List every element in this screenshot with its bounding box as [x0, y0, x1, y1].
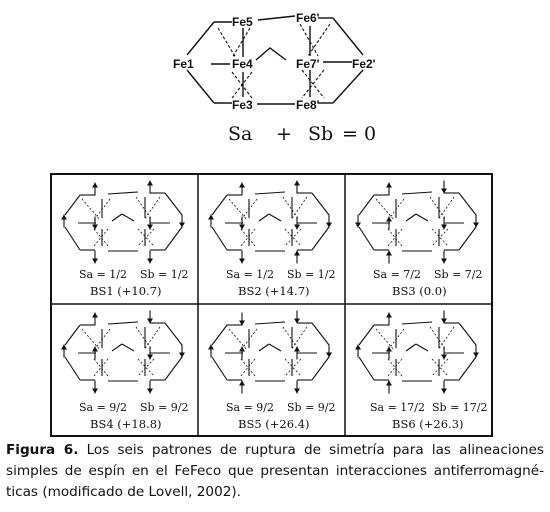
pattern-3-sa: Sa = 7/2 [373, 268, 422, 281]
spin-arrow-3-fe1 [355, 214, 361, 228]
spin-arrow-1-fe7 [147, 216, 153, 230]
caption-text: Los seis patrones de ruptura de simetría… [6, 442, 544, 500]
spin-arrow-4-fe8 [147, 380, 153, 394]
spin-arrow-3-fe3 [386, 250, 392, 264]
pattern-5-sb: Sb = 9/2 [287, 401, 336, 414]
atom-fe4: Fe4 [232, 57, 253, 71]
pattern-2-label: BS2 (+14.7) [238, 284, 310, 298]
pattern-6-sb: Sb = 17/2 [432, 401, 488, 414]
spin-pattern-6 [355, 310, 479, 394]
pattern-6-sa: Sa = 17/2 [370, 401, 426, 414]
spin-arrow-3-fe4 [386, 216, 392, 230]
equation-sa: Sa [228, 123, 252, 145]
pattern-3-label: BS3 (0.0) [392, 284, 447, 298]
spin-arrow-1-fe5 [92, 182, 98, 196]
spin-arrow-2-fe1 [208, 214, 214, 228]
pattern-6-label: BS6 (+26.3) [392, 417, 464, 431]
figure-caption: Figura 6. Los seis patrones de ruptura d… [6, 440, 544, 503]
spin-arrow-6-fe8 [441, 380, 447, 394]
spin-pattern-5 [208, 310, 332, 394]
caption-label: Figura 6. [6, 442, 79, 458]
spin-arrow-3-fe2 [473, 214, 479, 228]
spin-arrow-2-fe6 [294, 180, 300, 194]
spin-arrow-3-fe8 [441, 250, 447, 264]
pattern-2-sb: Sb = 1/2 [287, 268, 336, 281]
spin-arrow-5-fe5 [239, 312, 245, 326]
equation-sb: Sb [308, 123, 333, 145]
pattern-4-sb: Sb = 9/2 [140, 401, 189, 414]
spin-arrow-1-fe3 [92, 250, 98, 264]
spin-arrow-5-fe7 [294, 346, 300, 360]
atom-fe3: Fe3 [232, 98, 253, 112]
pattern-1-sa: Sa = 1/2 [79, 268, 128, 281]
pattern-2-sa: Sa = 1/2 [226, 268, 275, 281]
spin-arrow-6-fe1 [355, 344, 361, 358]
atom-fe2p: Fe2' [352, 57, 376, 71]
spin-arrow-4-fe7 [147, 346, 153, 360]
spin-arrow-2-fe5 [239, 182, 245, 196]
atom-fe7p: Fe7' [296, 57, 320, 71]
spin-pattern-1 [61, 180, 185, 264]
pattern-1-sb: Sb = 1/2 [140, 268, 189, 281]
spin-arrow-6-fe7 [441, 346, 447, 360]
spin-arrow-2-fe8 [294, 250, 300, 264]
spin-arrow-4-fe6 [147, 310, 153, 324]
spin-arrow-4-fe4 [92, 346, 98, 360]
spin-arrow-5-fe1 [208, 344, 214, 358]
spin-arrow-1-fe1 [61, 214, 67, 228]
spin-arrow-6-fe2 [473, 344, 479, 358]
spin-pattern-3 [355, 180, 479, 264]
spin-arrow-5-fe2 [326, 344, 332, 358]
atom-fe1: Fe1 [173, 57, 194, 71]
equation-plus: + [276, 123, 292, 145]
pattern-3-sb: Sb = 7/2 [434, 268, 483, 281]
spin-arrow-2-fe4 [239, 216, 245, 230]
pattern-4-sa: Sa = 9/2 [79, 401, 128, 414]
atom-fe8p: Fe8' [296, 98, 320, 112]
spin-arrow-2-fe7 [294, 216, 300, 230]
spin-arrow-6-fe3 [386, 380, 392, 394]
spin-pattern-4 [61, 310, 185, 394]
spin-arrow-5-fe4 [239, 346, 245, 360]
spin-arrow-1-fe6 [147, 180, 153, 194]
spin-arrow-1-fe4 [92, 216, 98, 230]
spin-arrow-3-fe7 [441, 216, 447, 230]
pattern-5-sa: Sa = 9/2 [226, 401, 275, 414]
spin-arrow-3-fe5 [386, 182, 392, 196]
pattern-grid [50, 173, 493, 437]
fe-cluster-diagram: Fe5 Fe6' Fe1 Fe4 Fe7' Fe2' Fe3 Fe8' Sa +… [173, 11, 376, 145]
atom-fe6p: Fe6' [296, 11, 320, 25]
spin-pattern-2 [208, 180, 332, 264]
spin-arrow-5-fe3 [239, 380, 245, 394]
spin-arrow-2-fe2 [326, 214, 332, 228]
pattern-5-label: BS5 (+26.4) [238, 417, 310, 431]
spin-arrow-4-fe2 [179, 344, 185, 358]
spin-arrow-3-fe6 [441, 180, 447, 194]
spin-arrow-2-fe3 [239, 250, 245, 264]
pattern-4-label: BS4 (+18.8) [90, 417, 162, 431]
spin-arrow-5-fe8 [294, 380, 300, 394]
spin-arrow-6-fe6 [441, 310, 447, 324]
spin-arrow-6-fe5 [386, 312, 392, 326]
atom-fe5: Fe5 [232, 15, 253, 29]
spin-arrow-5-fe6 [294, 310, 300, 324]
spin-arrow-6-fe4 [386, 346, 392, 360]
pattern-1-label: BS1 (+10.7) [90, 284, 162, 298]
spin-arrow-4-fe1 [61, 344, 67, 358]
spin-arrow-4-fe3 [92, 380, 98, 394]
spin-arrow-4-fe5 [92, 312, 98, 326]
spin-arrow-1-fe2 [179, 214, 185, 228]
equation-equals: = 0 [342, 123, 376, 145]
spin-arrow-1-fe8 [147, 250, 153, 264]
